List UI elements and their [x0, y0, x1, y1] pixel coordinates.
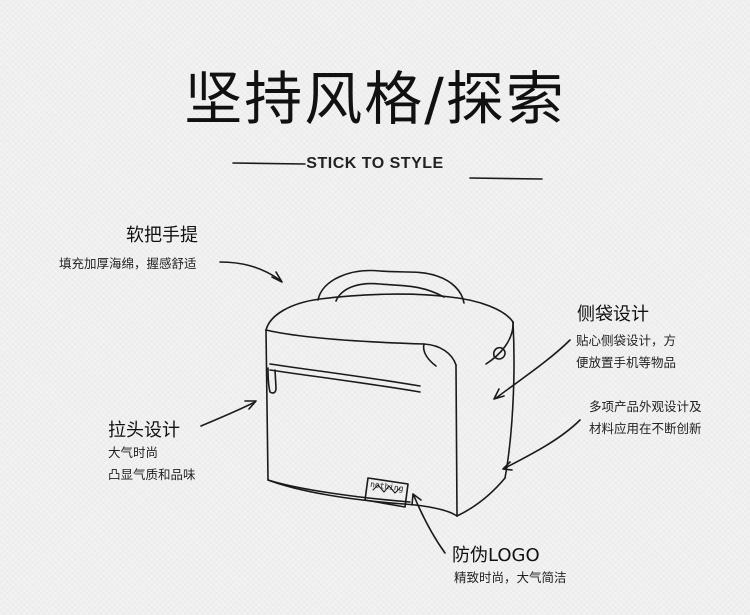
bag-handle — [317, 269, 465, 304]
arrow-product — [504, 419, 581, 469]
subtitle-rule-left — [232, 162, 306, 165]
zipper-puller — [267, 367, 277, 394]
callout-product-line2: 材料应用在不断创新 — [589, 421, 702, 436]
callout-zipper-title: 拉头设计 — [108, 420, 180, 441]
subtitle-rule-right — [469, 177, 543, 180]
bag-top — [265, 293, 514, 331]
callout-logo-title: 防伪LOGO — [452, 545, 540, 566]
callout-side-pocket-line1: 贴心侧袋设计，方 — [576, 333, 677, 348]
callout-side-pocket-title: 侧袋设计 — [577, 304, 649, 325]
logo-patch — [364, 477, 409, 508]
arrow-handle — [219, 261, 281, 281]
callout-handle-desc: 填充加厚海绵，握感舒适 — [59, 256, 197, 271]
arrow-zipper — [200, 401, 256, 427]
arrow-logo — [413, 495, 446, 554]
callout-handle-title: 软把手提 — [126, 225, 198, 246]
callout-logo-desc: 精致时尚，大气简洁 — [454, 570, 567, 585]
bag-body — [265, 329, 458, 517]
callout-product-line1: 多项产品外观设计及 — [589, 399, 702, 414]
page-subtitle: STICK TO STYLE — [306, 155, 444, 172]
page-title: 坚持风格/探索 — [184, 65, 566, 133]
arrow-side-pocket — [495, 339, 571, 399]
callout-side-pocket-line2: 便放置手机等物品 — [576, 355, 677, 370]
callout-zipper-line1: 大气时尚 — [108, 445, 159, 460]
side-buckle — [492, 346, 506, 360]
callout-zipper-line2: 凸显气质和品味 — [108, 467, 196, 482]
zipper-track — [269, 369, 421, 393]
